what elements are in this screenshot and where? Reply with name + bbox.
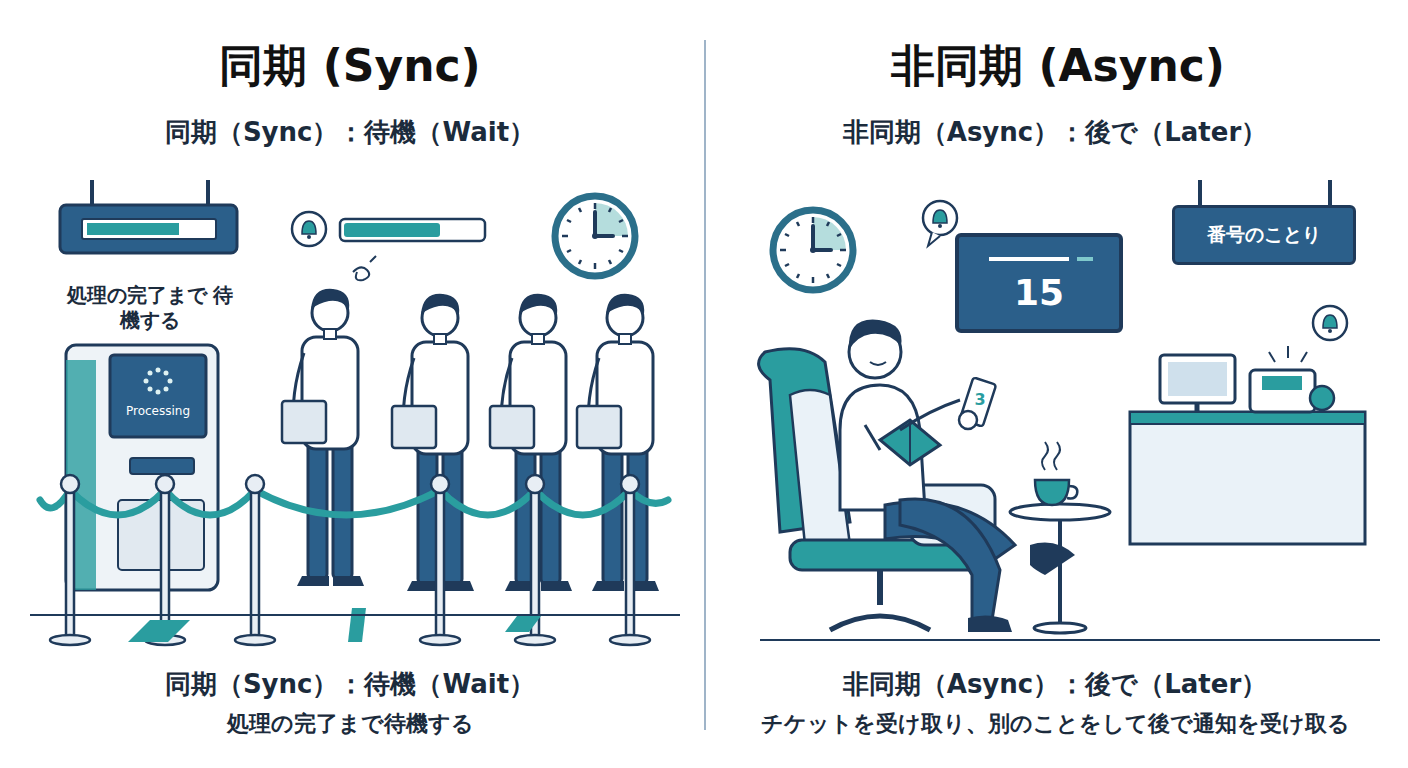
panel-title: 非同期 (Async): [758, 38, 1358, 93]
node-text: 番号のことり: [1207, 222, 1321, 248]
node-text: Processing: [126, 404, 190, 418]
panel-title: 同期 (Sync): [70, 38, 630, 93]
sign-board: 番号のことり: [1172, 205, 1356, 265]
display-line: [1077, 257, 1093, 261]
kiosk-screen: Processing: [112, 357, 204, 435]
caption-text: チケットを受け取り、別のことをして後で通知を受け取る: [715, 710, 1395, 738]
note-text: 処理の完了まで 待機する: [65, 283, 235, 333]
caption-text: 処理の完了まで待機する: [50, 710, 650, 738]
display-line: [989, 257, 1069, 261]
caption-heading: 非同期（Async）：後で（Later）: [745, 668, 1365, 701]
caption-heading: 同期（Sync）：待機（Wait）: [50, 668, 650, 701]
panel-subtitle: 同期（Sync）：待機（Wait）: [50, 116, 650, 149]
panel-subtitle: 非同期（Async）：後で（Later）: [745, 116, 1365, 149]
number-display: 15: [955, 233, 1123, 333]
node-text: 15: [1014, 272, 1064, 313]
ticket-number: 3: [970, 390, 990, 410]
